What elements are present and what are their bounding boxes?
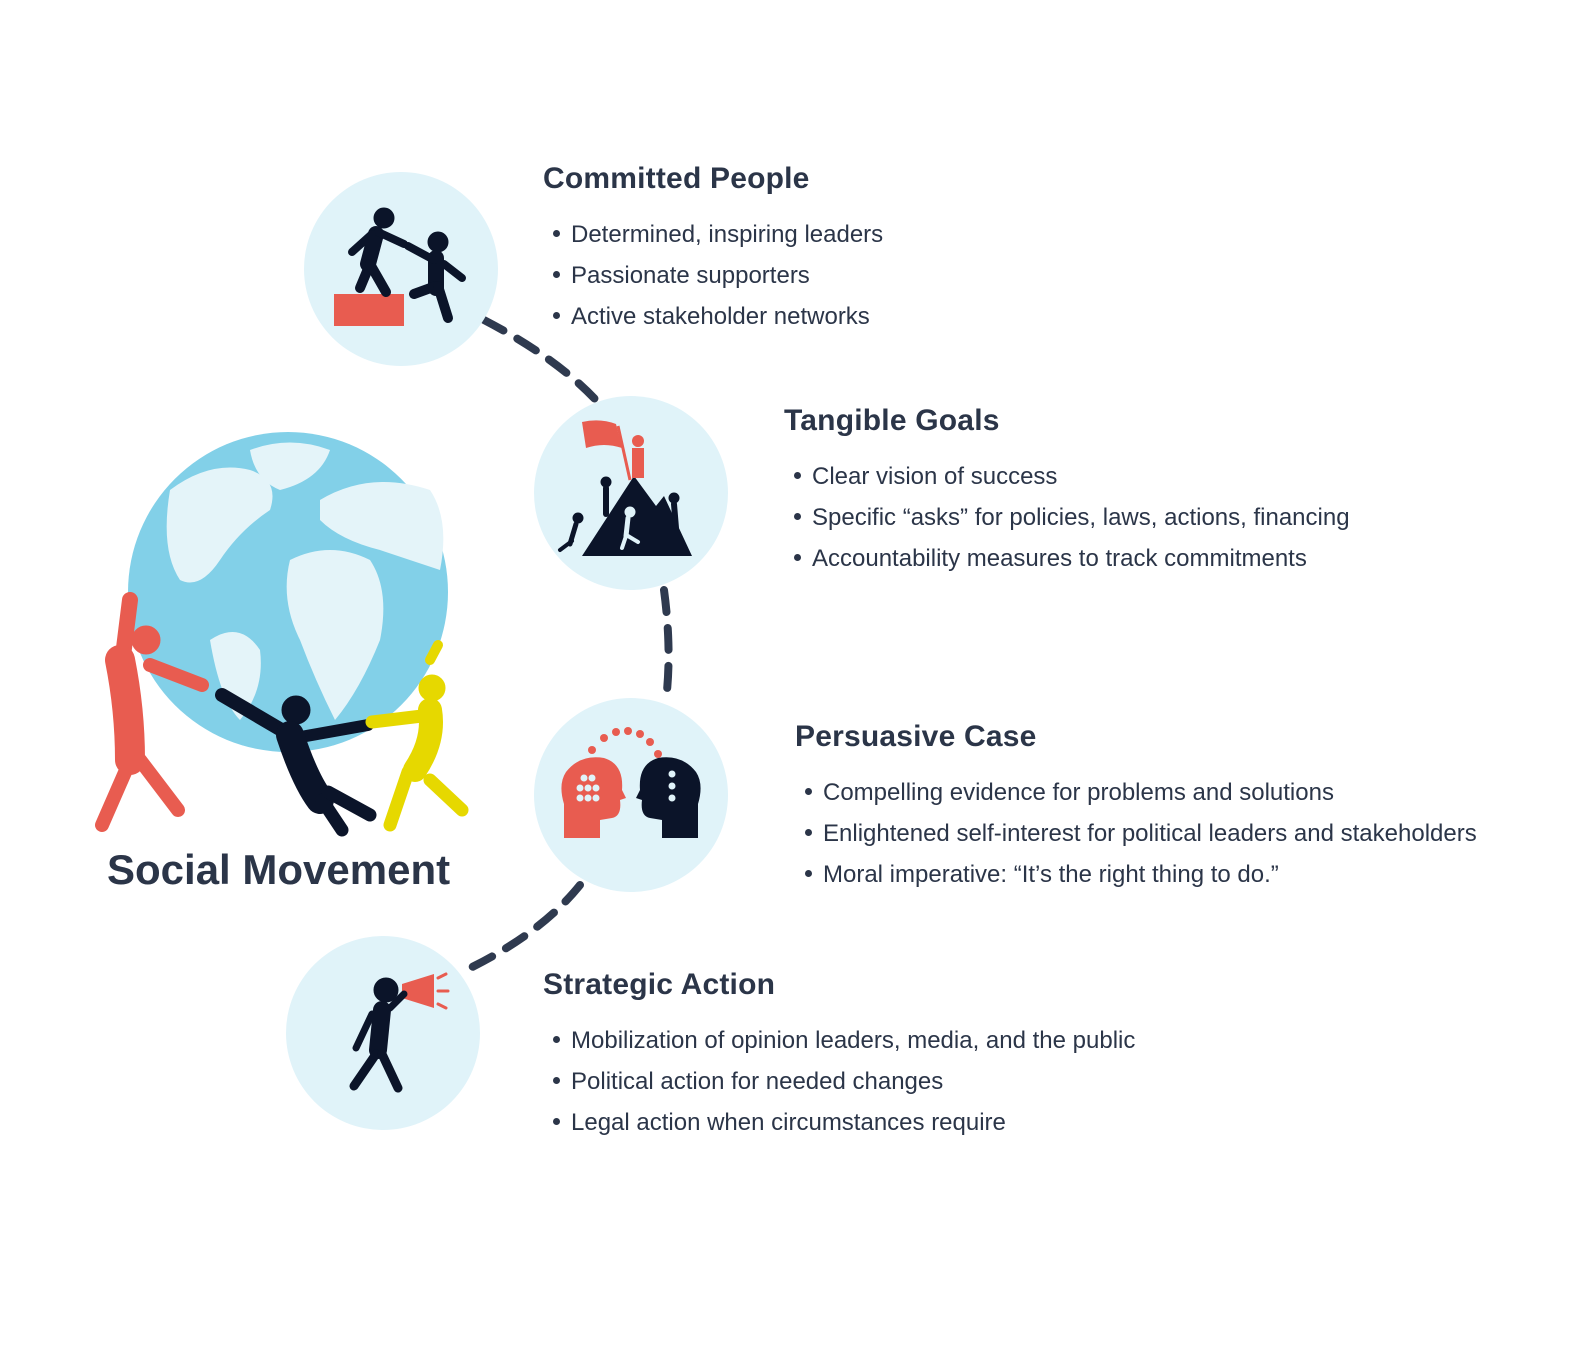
bullet-list: Compelling evidence for problems and sol… — [795, 772, 1477, 895]
page-title: Social Movement — [107, 846, 451, 893]
list-item: Legal action when circumstances require — [543, 1102, 1135, 1143]
social-movement-illustration — [90, 420, 490, 850]
list-item: Specific “asks” for policies, laws, acti… — [784, 497, 1350, 538]
committed-people-icon-circle — [304, 172, 498, 366]
yellow-person-icon — [365, 640, 469, 832]
section-tangible-goals: Tangible Goals Clear vision of success S… — [784, 404, 1350, 579]
section-title: Strategic Action — [543, 968, 776, 1001]
list-item: Accountability measures to track commitm… — [784, 538, 1350, 579]
bullet-icon — [794, 471, 801, 479]
list-item: Compelling evidence for problems and sol… — [795, 772, 1477, 813]
navy-person-icon — [215, 688, 377, 837]
helping-hand-climb-icon — [334, 207, 466, 326]
bullet-icon — [805, 869, 812, 877]
list-item: Mobilization of opinion leaders, media, … — [543, 1020, 1135, 1061]
section-persuasive-case: Persuasive Case Compelling evidence for … — [795, 720, 1477, 895]
tangible-goals-icon-circle — [534, 396, 728, 590]
list-item: Enlightened self-interest for political … — [795, 813, 1477, 854]
list-item: Political action for needed changes — [543, 1061, 1135, 1102]
bullet-list: Determined, inspiring leaders Passionate… — [543, 214, 883, 337]
bullet-icon — [553, 1117, 560, 1125]
section-title: Persuasive Case — [795, 720, 1037, 753]
mountain-flag-icon — [558, 420, 692, 556]
bullet-icon — [805, 828, 812, 836]
persuasive-case-icon-circle — [534, 698, 728, 892]
bullet-list: Clear vision of success Specific “asks” … — [784, 456, 1350, 579]
bullet-icon — [805, 787, 812, 795]
bullet-icon — [794, 512, 801, 520]
bullet-icon — [553, 311, 560, 319]
bullet-icon — [553, 229, 560, 237]
strategic-action-icon-circle — [286, 936, 480, 1130]
section-strategic-action: Strategic Action Mobilization of opinion… — [543, 968, 1135, 1143]
section-title: Tangible Goals — [784, 404, 1000, 437]
list-item: Determined, inspiring leaders — [543, 214, 883, 255]
globe-icon — [128, 432, 448, 752]
section-committed-people: Committed People Determined, inspiring l… — [543, 162, 883, 337]
bullet-list: Mobilization of opinion leaders, media, … — [543, 1020, 1135, 1143]
list-item: Active stakeholder networks — [543, 296, 883, 337]
red-person-icon — [95, 592, 209, 832]
list-item: Passionate supporters — [543, 255, 883, 296]
section-title: Committed People — [543, 162, 810, 195]
two-heads-persuasion-icon — [561, 727, 701, 838]
bullet-icon — [553, 1076, 560, 1084]
bullet-icon — [553, 270, 560, 278]
bullet-icon — [553, 1035, 560, 1043]
bullet-icon — [794, 553, 801, 561]
list-item: Moral imperative: “It’s the right thing … — [795, 854, 1477, 895]
megaphone-person-icon — [349, 972, 450, 1093]
list-item: Clear vision of success — [784, 456, 1350, 497]
